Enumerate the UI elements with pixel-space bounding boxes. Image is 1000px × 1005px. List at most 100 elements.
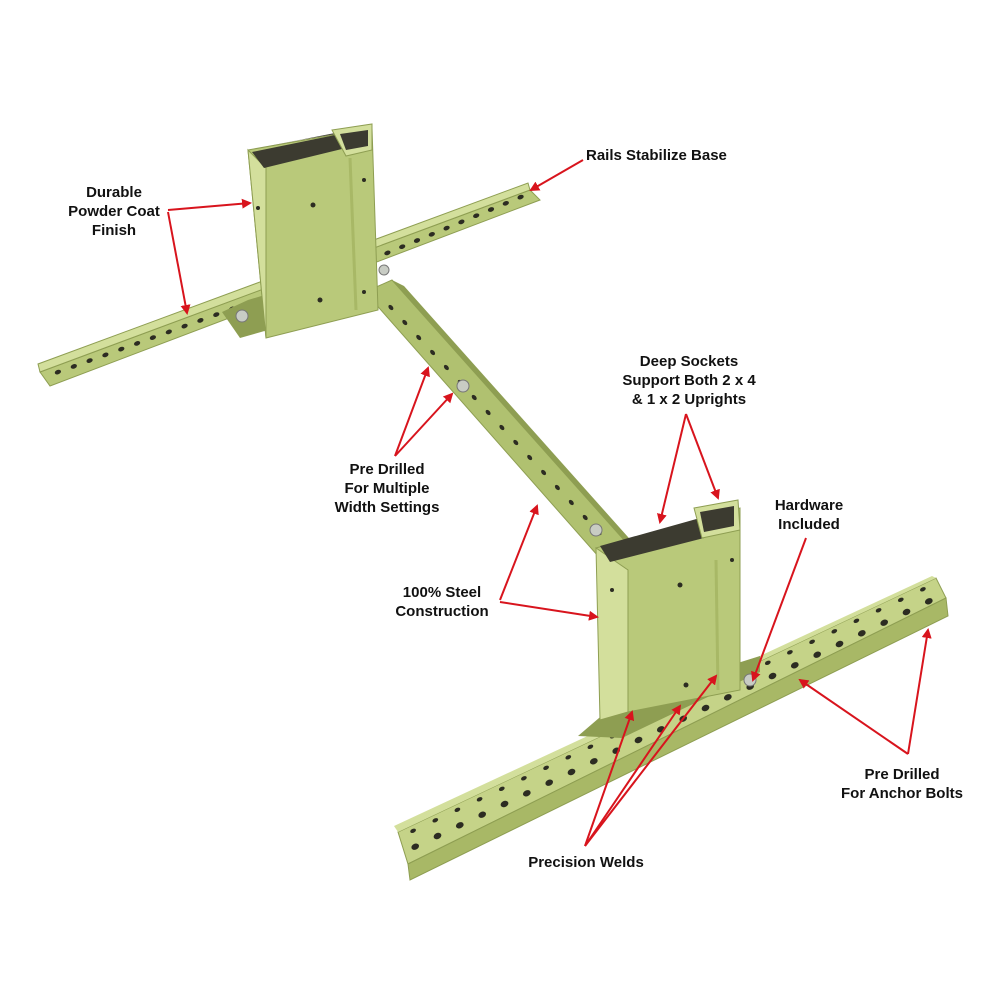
punched-hole (541, 469, 547, 476)
punched-hole (454, 807, 461, 813)
callout-deep-sockets: Deep Sockets Support Both 2 x 4 & 1 x 2 … (606, 352, 772, 409)
punched-hole (410, 828, 416, 834)
back-socket (222, 123, 390, 339)
punched-hole (478, 811, 487, 818)
arrow-predrilled-width-a (394, 366, 430, 457)
arrow-welds-c (584, 674, 718, 847)
punched-hole (545, 779, 554, 786)
punched-hole (384, 250, 391, 256)
punched-hole (197, 318, 204, 323)
punched-hole (565, 755, 572, 760)
punched-hole (416, 334, 422, 341)
punched-hole (589, 758, 598, 765)
punched-hole (813, 651, 822, 658)
punched-hole (402, 319, 408, 326)
punched-hole (399, 244, 406, 250)
punched-hole (443, 364, 449, 371)
callout-deep-sockets-line-3: & 1 x 2 Uprights (631, 391, 747, 408)
punched-hole (213, 312, 220, 317)
punched-hole (411, 843, 420, 850)
punched-hole (432, 818, 439, 823)
callout-predrilled-width-line-1: Pre Drilled (349, 461, 425, 478)
punched-hole (768, 672, 777, 680)
punched-hole (582, 514, 588, 521)
arrow-rails (529, 159, 584, 191)
punched-hole (502, 200, 509, 206)
punched-hole (835, 640, 844, 648)
punched-hole (498, 786, 505, 792)
callout-predrilled-width-line-3: Width Settings (334, 499, 440, 516)
punched-hole (924, 598, 933, 605)
callout-rails-line-1: Rails Stabilize Base (586, 147, 727, 164)
callout-welds: Precision Welds (506, 853, 666, 872)
bolt-head (456, 379, 470, 393)
punched-hole (118, 346, 125, 352)
callout-powder-coat-line-2: Powder Coat (68, 203, 160, 220)
punched-hole (568, 499, 574, 506)
punched-hole (920, 587, 926, 592)
callout-hardware-line-1: Hardware (774, 497, 844, 514)
callout-hardware: Hardware Included (756, 496, 862, 534)
callout-powder-coat-line-3: Finish (91, 222, 137, 239)
punched-hole (430, 349, 436, 356)
punched-hole (701, 704, 710, 712)
arrow-powder-coat-upper (167, 198, 252, 211)
punched-hole (443, 225, 450, 231)
punched-hole (165, 329, 172, 335)
callout-steel-line-1: 100% Steel (402, 584, 482, 601)
callout-predrilled-width-line-2: For Multiple (344, 480, 430, 497)
front-socket (578, 499, 760, 738)
punched-hole (853, 618, 860, 624)
punched-hole (499, 424, 505, 431)
punched-hole (897, 597, 904, 603)
punched-hole (149, 335, 156, 340)
arrow-deep-sockets-right (685, 413, 720, 500)
callout-hardware-line-2: Included (778, 516, 840, 533)
punched-hole (527, 454, 533, 461)
bolt-head (235, 309, 249, 323)
punched-hole (181, 323, 188, 329)
punched-hole (388, 304, 394, 311)
arrow-welds-a (584, 710, 635, 847)
arrow-hardware (751, 537, 807, 682)
punched-hole (902, 608, 911, 616)
arrow-anchor-a (798, 678, 909, 755)
callout-powder-coat: Durable Powder Coat Finish (56, 183, 172, 240)
arrow-welds-b (584, 704, 682, 847)
punched-hole (787, 650, 793, 655)
punched-hole (433, 832, 442, 840)
punched-hole (471, 394, 477, 401)
callout-rails: Rails Stabilize Base (586, 146, 727, 165)
punched-hole (521, 776, 527, 781)
bolt-head (378, 264, 390, 276)
punched-hole (476, 797, 483, 802)
punched-hole (543, 765, 549, 771)
punched-hole (790, 662, 799, 669)
punched-hole (428, 231, 435, 237)
punched-hole (880, 619, 889, 626)
punched-hole (54, 369, 61, 375)
punched-hole (513, 439, 519, 446)
punched-hole (102, 352, 109, 358)
punched-hole (634, 736, 643, 744)
punched-hole (831, 629, 838, 634)
arrow-steel-socket (499, 601, 599, 621)
punched-hole (134, 341, 141, 346)
punched-hole (723, 694, 732, 701)
arrow-steel-bar (499, 504, 539, 601)
punched-hole (458, 219, 465, 225)
callout-anchor: Pre Drilled For Anchor Bolts (826, 765, 978, 803)
arrow-deep-sockets-left (657, 413, 687, 524)
punched-hole (809, 639, 815, 645)
punched-hole (473, 213, 480, 219)
punched-hole (70, 364, 77, 369)
punched-hole (485, 409, 491, 416)
punched-hole (764, 660, 771, 666)
punched-hole (587, 744, 594, 750)
callout-anchor-line-1: Pre Drilled (864, 766, 940, 783)
callout-deep-sockets-line-1: Deep Sockets (639, 353, 739, 370)
punched-hole (86, 358, 93, 363)
arrow-anchor-b (907, 628, 932, 755)
